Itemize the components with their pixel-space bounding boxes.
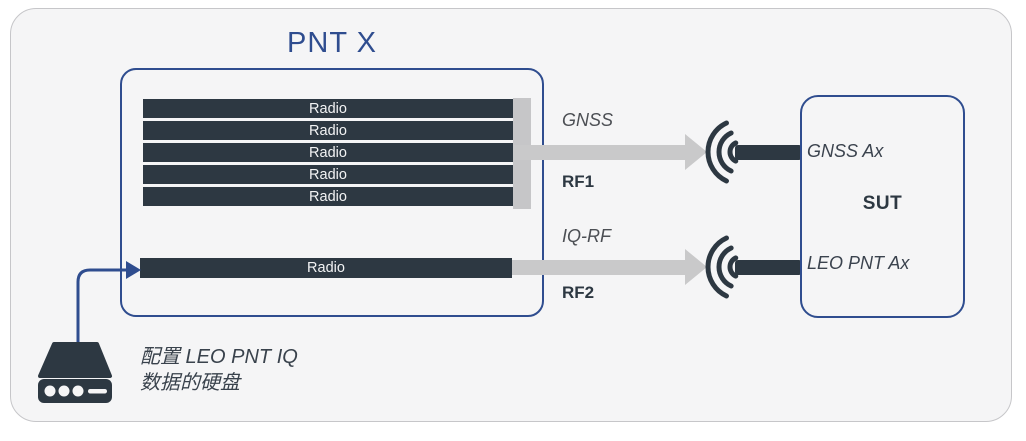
signal-waves-icon [705, 235, 739, 299]
rf2-arrow-shaft [512, 260, 685, 275]
hard-drive-icon [38, 342, 112, 403]
rf2-arrow-right-icon [685, 249, 707, 285]
pntx-box [120, 68, 544, 317]
gnss-signal-label: GNSS [562, 110, 614, 130]
radio-module: Radio [143, 187, 513, 206]
radio-module-single: Radio [140, 258, 512, 278]
disk-caption-line1: 配置 LEO PNT IQ [140, 346, 298, 368]
pntx-title: PNT X [287, 27, 377, 59]
radio-module: Radio [143, 165, 513, 184]
sut-label: SUT [862, 193, 903, 214]
sut-gnss-ax-label: GNSS Ax [807, 141, 884, 161]
rf2-port-label: RF2 [562, 283, 595, 302]
iqrf-signal-label: IQ-RF [562, 226, 611, 246]
rf1-arrow-right-icon [685, 134, 707, 170]
radio-module: Radio [143, 121, 513, 140]
gnss-antenna-bar [735, 145, 802, 160]
radio-module: Radio [143, 99, 513, 118]
disk-caption-line2: 数据的硬盘 [140, 372, 240, 394]
radio-module: Radio [143, 143, 513, 162]
disk-caption: 配置 LEO PNT IQ 数据的硬盘 [140, 344, 298, 396]
leo-pnt-antenna-bar [735, 260, 802, 275]
radio-stack: Radio Radio Radio Radio Radio [143, 99, 513, 209]
rf1-port-label: RF1 [562, 172, 595, 191]
sut-leo-pnt-ax-label: LEO PNT Ax [807, 253, 910, 273]
sut-box [800, 95, 965, 318]
rf1-arrow-shaft [513, 145, 685, 160]
signal-waves-icon [705, 120, 739, 184]
